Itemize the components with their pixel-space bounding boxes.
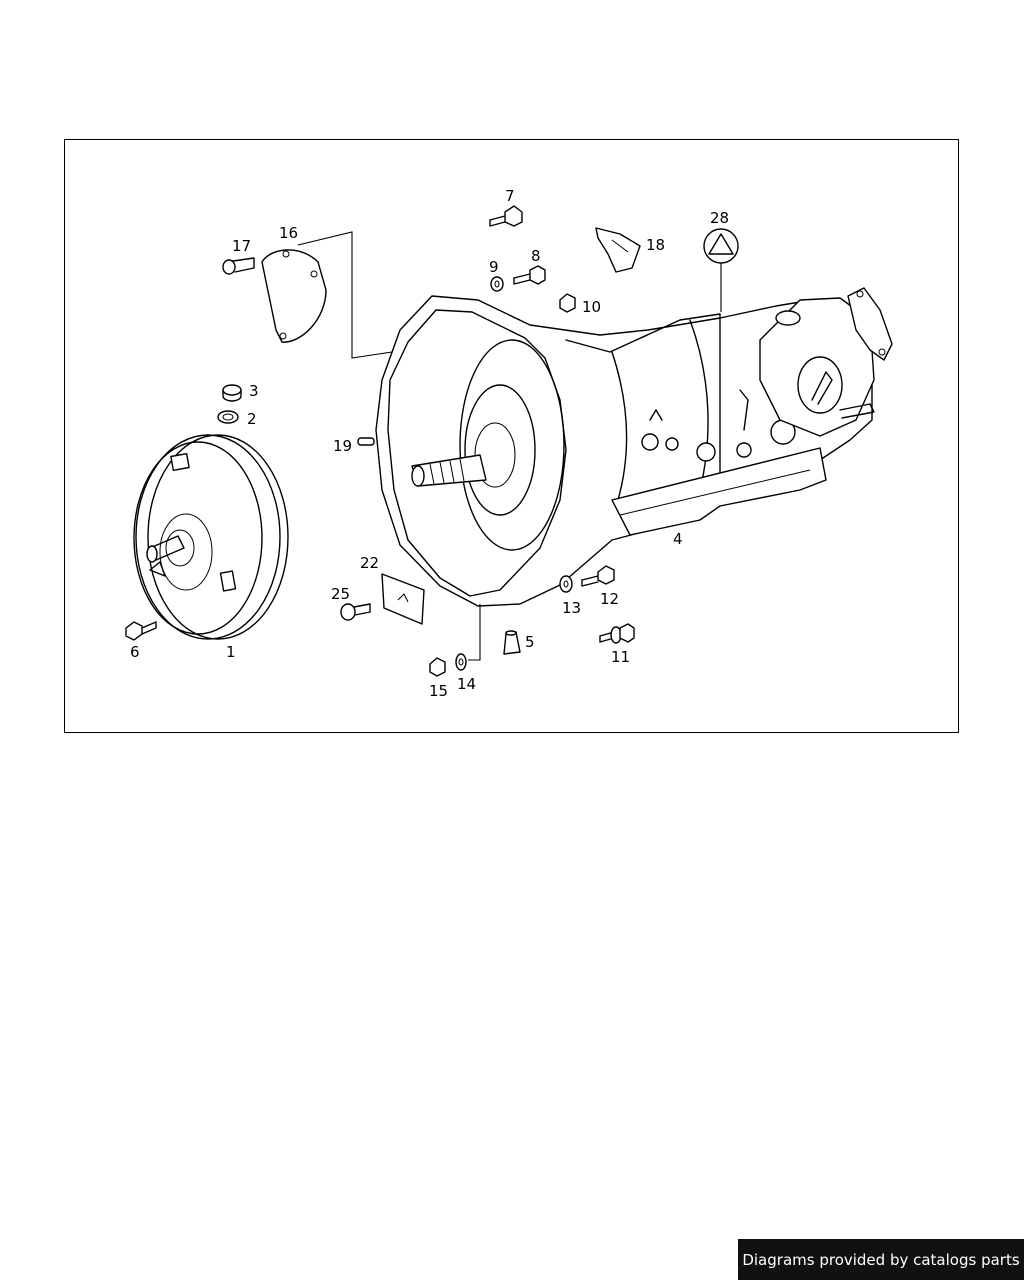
part-screw-25[interactable]: [340, 603, 371, 621]
part-bolt-17[interactable]: [222, 257, 255, 275]
part-bolt-12[interactable]: [581, 565, 615, 587]
part-bolt-7[interactable]: [489, 205, 523, 227]
callout-5: 5: [525, 633, 535, 651]
part-bolt-8[interactable]: [513, 265, 546, 285]
callout-18: 18: [646, 236, 665, 254]
callout-16: 16: [279, 224, 298, 242]
part-dowel-pin[interactable]: [357, 437, 375, 446]
callout-19: 19: [333, 437, 352, 455]
callout-25: 25: [331, 585, 350, 603]
part-nut-15[interactable]: [429, 657, 446, 677]
callout-11: 11: [611, 648, 630, 666]
callout-12: 12: [600, 590, 619, 608]
part-torque-converter[interactable]: [133, 434, 289, 640]
transmission-housing: [375, 287, 893, 607]
callout-15: 15: [429, 682, 448, 700]
part-gasket-plate[interactable]: [381, 573, 425, 625]
callout-22: 22: [360, 554, 379, 572]
callout-6: 6: [130, 643, 140, 661]
part-washer-14[interactable]: [455, 653, 467, 671]
part-washer-13[interactable]: [559, 575, 573, 593]
callout-7: 7: [505, 187, 515, 205]
callout-4: 4: [673, 530, 683, 548]
part-bracket-18[interactable]: [595, 227, 641, 273]
callout-2: 2: [247, 410, 257, 428]
callout-17: 17: [232, 237, 251, 255]
diagram-frame: [64, 139, 959, 733]
callout-13: 13: [562, 599, 581, 617]
callout-8: 8: [531, 247, 541, 265]
part-washer-9[interactable]: [490, 276, 504, 292]
part-cover-plate[interactable]: [261, 249, 327, 343]
callout-14: 14: [457, 675, 476, 693]
part-nut-10[interactable]: [559, 293, 576, 313]
callout-10: 10: [582, 298, 601, 316]
callout-1: 1: [226, 643, 236, 661]
part-bolt-11[interactable]: [599, 623, 635, 644]
part-bolt-6[interactable]: [125, 621, 157, 641]
part-seal-ring[interactable]: [217, 410, 239, 424]
callout-9: 9: [489, 258, 499, 276]
callout-3: 3: [249, 382, 259, 400]
callout-28: 28: [710, 209, 729, 227]
footer-credit: Diagrams provided by catalogs parts: [738, 1239, 1024, 1280]
part-plug[interactable]: [222, 384, 242, 402]
part-sleeve-5[interactable]: [503, 630, 521, 655]
part-triangle-plate-28[interactable]: [703, 228, 739, 264]
